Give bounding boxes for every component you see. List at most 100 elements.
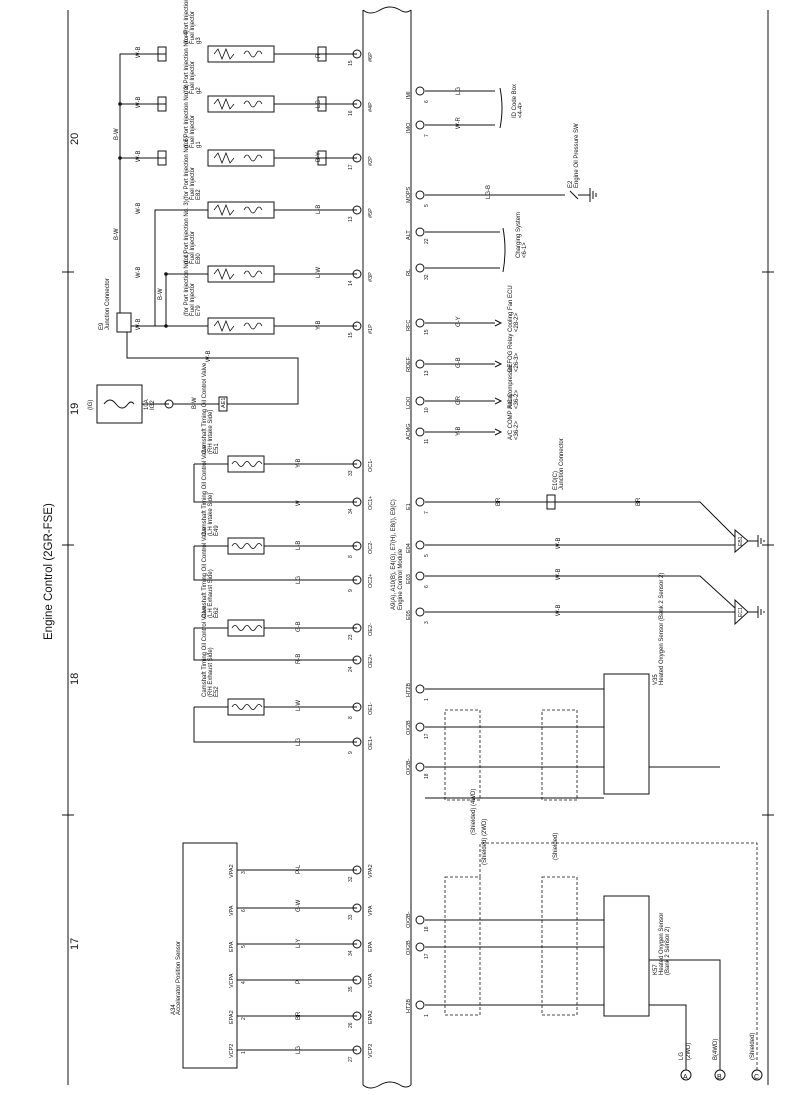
ecm-pin-number: 34 (348, 950, 354, 956)
injector-code: E80 (196, 253, 202, 264)
dest-rdef-ref: <26-3> (514, 352, 520, 372)
ecm-pin-name: IMO (406, 122, 412, 133)
ecm-pin-name: OE2- (368, 623, 374, 636)
dest-idcode-ref: <4-4> (518, 102, 524, 118)
wire-wb-e03: W-B (556, 568, 562, 580)
wire-yb-e51: Y-B (296, 459, 302, 468)
a34-pin-name: VCPA (229, 973, 235, 988)
ecm-pin-terminal (415, 607, 425, 617)
ecm-pin-number: 17 (348, 164, 354, 170)
injector-sub: (for Port Injection No. 2) (184, 84, 190, 148)
ecm-pin-name: EPA (368, 941, 374, 952)
injector-sub: (for Port Injection No. 5) (184, 136, 190, 200)
ecm-pin-number: 1 (424, 698, 430, 701)
injector-name: Fuel Injector (190, 283, 196, 316)
a34-code: A34 (171, 1004, 177, 1015)
e52-code: E52 (214, 686, 220, 697)
e2-name: Engine Oil Pressure SW (574, 123, 580, 188)
injector-code: g3 (196, 37, 202, 44)
ecm-pin-number: 23 (348, 634, 354, 640)
ecm-pin-name: OX2B- (406, 911, 412, 928)
a34-pin-number: 2 (241, 1017, 247, 1020)
ground-circuits (425, 494, 765, 626)
bottom-ref-a: A (683, 1074, 688, 1081)
ecm-pin-number: 34 (348, 508, 354, 514)
dest-rdef: DEFOG Relay (508, 334, 514, 372)
bottom-ref-a-wire: LG (679, 1052, 685, 1060)
ecm-pin-number: 7 (424, 134, 430, 137)
ecm-pin-terminal (415, 86, 425, 96)
injector-wire-color: Y-B (316, 321, 322, 330)
v35-code: V35 (653, 674, 659, 685)
page-number-17: 17 (69, 938, 81, 950)
k57-name: Heated Oxygen Sensor (659, 913, 665, 975)
e51-name: Camshaft Timing Oil Control Valve (202, 362, 208, 454)
injector-code: E82 (196, 189, 202, 200)
injector-code: g2 (196, 87, 202, 94)
ecm-pin-number: 16 (348, 110, 354, 116)
ecm-pin-number: 14 (348, 280, 354, 286)
wire-lg-e49: LG (296, 576, 302, 584)
ecm-pin-terminal (415, 120, 425, 130)
ecm-pin-terminal (415, 942, 425, 952)
dest-rfc-ref: <28-2> (514, 312, 520, 332)
e49-name: Camshaft Timing Oil Control Valve (202, 444, 208, 536)
o2-sensor-k57 (425, 842, 763, 1081)
ecm-pin-number: 13 (424, 370, 430, 376)
wire-gr-lcki: GR (456, 395, 462, 405)
ecm-pin-name: OC2+ (368, 573, 374, 588)
e62-name: Camshaft Timing Oil Control Valve (202, 526, 208, 618)
e49-sub: (LH Intake Side) (208, 493, 214, 536)
dest-acmg-ref: <36-2> (514, 420, 520, 440)
ecm-pin-number: 32 (424, 274, 430, 280)
wire-wb-fuse: W-B (206, 350, 212, 362)
a34-wires (237, 869, 357, 1051)
wire-lg: LG (296, 1046, 302, 1054)
ecm-pin-number: 33 (348, 914, 354, 920)
injector-name: Fuel Injector (190, 61, 196, 94)
wire-bw-3: B-W (158, 288, 164, 300)
wire-pl: P-L (296, 864, 302, 874)
ecm-pin-name: LCKI (406, 396, 412, 409)
ecm-pin-number: 17 (424, 953, 430, 959)
ecm-pin-name: OX2B (406, 940, 412, 955)
fuse-label: (IG) (88, 400, 94, 410)
ecm-pin-name: E04 (406, 543, 412, 553)
ecm-pin-name: #3P (368, 272, 374, 282)
wire-ly: L-Y (296, 939, 302, 948)
ecm-pin-name: ACMG (406, 424, 412, 441)
ecm-pin-name: VCPA (368, 973, 374, 988)
wire-bw-1: B-W (114, 128, 120, 140)
dest-lcki-ref: <36-2> (514, 389, 520, 409)
ecm-pin-name: #6P (368, 52, 374, 62)
ecm-pin-number: 9 (348, 751, 354, 754)
ecm-pin-terminal (415, 571, 425, 581)
injector-sub: (for Port Injection No. 4) (184, 30, 190, 94)
ecm-pin-name: OC2- (368, 541, 374, 554)
ecm-pin-terminal (415, 190, 425, 200)
ecm-code: A9(A), A10(B), E4(G), E7(H), E8(I), E9(C… (391, 499, 397, 610)
injector-wire-color: L-B (316, 205, 322, 214)
ecm-pin-number: 13 (348, 216, 354, 222)
dest-acmg: A/C COMP Relay (508, 393, 514, 440)
a34-pin-name: EPA2 (229, 1010, 235, 1024)
ground-ec1: EC1 (738, 607, 744, 617)
wire-w-e51: W (296, 500, 302, 506)
e10-code: E10(C) (553, 471, 559, 490)
injector-supply-wire: W-B (136, 318, 142, 330)
splice-box (157, 150, 167, 166)
k57-code: K57 (653, 964, 659, 975)
ecm-pin-name: #2P (368, 156, 374, 166)
bottom-ref-c: C (754, 1074, 759, 1081)
ecm-pin-name: ALT (406, 230, 412, 240)
ecm-pin-number: 7 (424, 511, 430, 514)
injector-code: E79 (196, 305, 202, 316)
wire-rb-e62: R-B (296, 654, 302, 664)
wire-gy-rfc: G-Y (456, 316, 462, 327)
injector-sub: (for Port Injection No. 1) (184, 252, 190, 316)
wire-lgb-mops: LG-B (486, 185, 492, 199)
